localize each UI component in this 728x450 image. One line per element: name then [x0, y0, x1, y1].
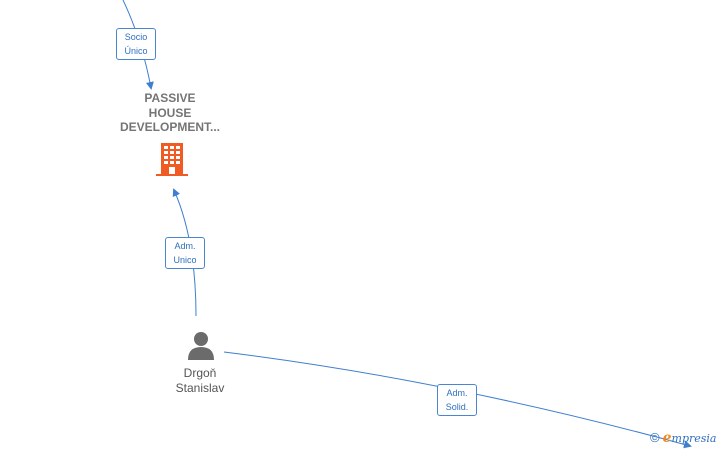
edge-label-line: Unico	[173, 255, 197, 265]
edge-label-adm-unico[interactable]: Adm. Unico	[165, 237, 205, 269]
edge-label-socio-unico[interactable]: Socio Único	[116, 28, 156, 60]
person-name-line: Drgoň	[183, 366, 217, 380]
company-name[interactable]: PASSIVE HOUSE DEVELOPMENT...	[104, 91, 236, 135]
edge-label-line: Solid.	[445, 402, 469, 412]
brand-e: e	[662, 430, 672, 446]
person-name[interactable]: Drgoň Stanislav	[150, 366, 250, 395]
building-icon[interactable]	[155, 142, 189, 177]
copyright-symbol: ©	[650, 430, 660, 445]
company-name-line: PASSIVE	[144, 91, 196, 105]
edge-label-adm-solid[interactable]: Adm. Solid.	[437, 384, 477, 416]
edge-label-line: Adm.	[174, 241, 196, 251]
empresia-logo: ©empresia	[650, 430, 716, 446]
brand-rest: mpresia	[671, 432, 717, 445]
edge-label-line: Único	[124, 46, 148, 56]
company-name-line: HOUSE	[148, 105, 192, 120]
company-name-line: DEVELOPMENT...	[119, 120, 220, 134]
person-name-line: Stanislav	[175, 380, 225, 395]
edge-label-line: Socio	[124, 32, 148, 42]
person-icon[interactable]	[186, 330, 216, 360]
edge-label-line: Adm.	[446, 388, 468, 398]
